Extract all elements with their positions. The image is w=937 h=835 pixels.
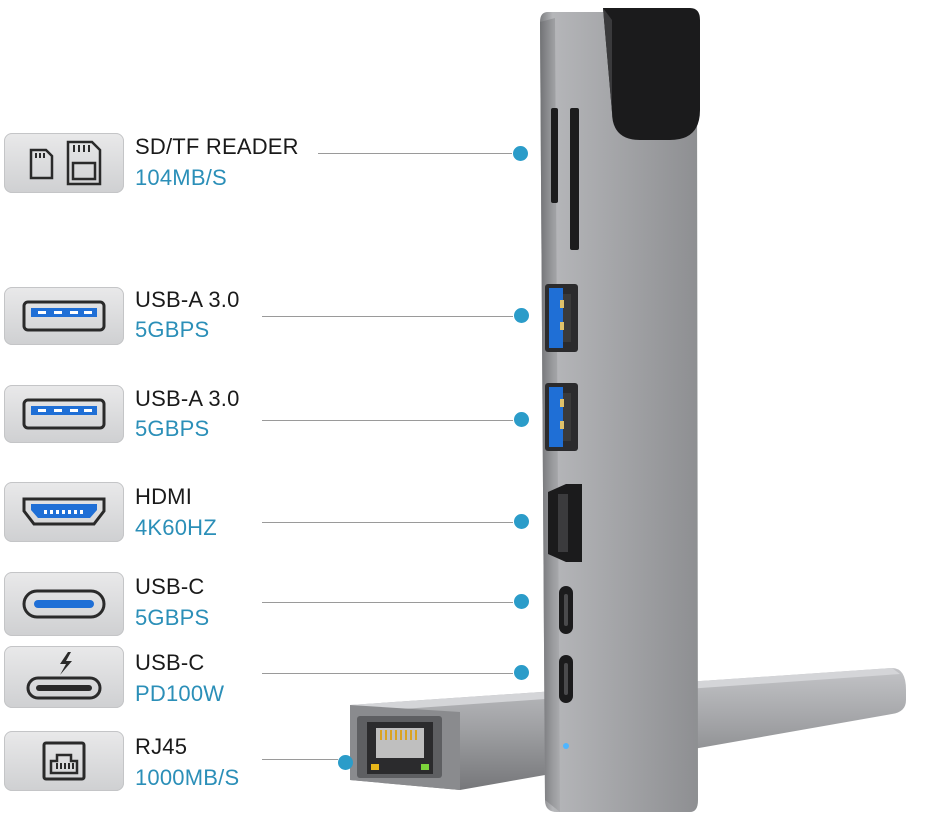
- usb-a-icon: [4, 385, 124, 443]
- leader-line: [262, 759, 338, 760]
- callout-dot: [514, 412, 529, 427]
- upright-hub: [540, 8, 700, 812]
- usb-c-icon: [4, 572, 124, 636]
- port-spec: PD100W: [135, 681, 225, 706]
- callout-dot: [514, 665, 529, 680]
- port-name: HDMI: [135, 484, 193, 509]
- port-spec: 104MB/S: [135, 165, 227, 190]
- callout-dot: [514, 594, 529, 609]
- callout-dot: [514, 308, 529, 323]
- port-name: USB-A 3.0: [135, 287, 240, 312]
- port-name: USB-C: [135, 650, 205, 675]
- ethernet-icon: [4, 731, 124, 791]
- port-spec: 1000MB/S: [135, 765, 240, 790]
- leader-line: [262, 522, 513, 523]
- leader-line: [262, 602, 513, 603]
- port-name: USB-C: [135, 574, 205, 599]
- usb-c-charging-icon: [4, 646, 124, 708]
- leader-line: [262, 316, 513, 317]
- port-spec: 5GBPS: [135, 605, 210, 630]
- usb-a-icon: [4, 287, 124, 345]
- hdmi-icon: [4, 482, 124, 542]
- leader-line: [318, 153, 512, 154]
- port-name: USB-A 3.0: [135, 386, 240, 411]
- callout-dot: [513, 146, 528, 161]
- sd-card-icon: [4, 133, 124, 193]
- leader-line: [262, 673, 513, 674]
- port-name: RJ45: [135, 734, 188, 759]
- port-spec: 4K60HZ: [135, 515, 217, 540]
- callout-dot: [338, 755, 353, 770]
- port-spec: 5GBPS: [135, 317, 210, 342]
- port-name: SD/TF READER: [135, 134, 299, 159]
- port-spec: 5GBPS: [135, 416, 210, 441]
- leader-line: [262, 420, 513, 421]
- callout-dot: [514, 514, 529, 529]
